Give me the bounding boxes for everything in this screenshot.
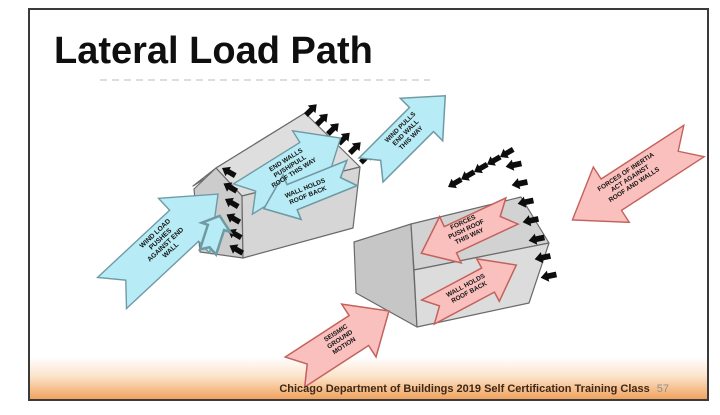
- seismic-house: FORCES PUSH ROOF THIS WAY WALL HOLDS ROO…: [277, 112, 713, 400]
- footer: Chicago Department of Buildings 2019 Sel…: [30, 379, 707, 397]
- roof-edge-inertia-arrows: [445, 144, 516, 192]
- footer-band: [30, 357, 707, 399]
- footer-caption: Chicago Department of Buildings 2019 Sel…: [279, 383, 650, 395]
- slide-title: Lateral Load Path: [54, 30, 373, 72]
- seismic-ground-motion-label: SEISMIC GROUND MOTION: [323, 323, 357, 356]
- wind-house: WIND LOAD PUSHES AGAINST END WALL END WA…: [85, 73, 468, 322]
- page-number: 57: [656, 383, 669, 395]
